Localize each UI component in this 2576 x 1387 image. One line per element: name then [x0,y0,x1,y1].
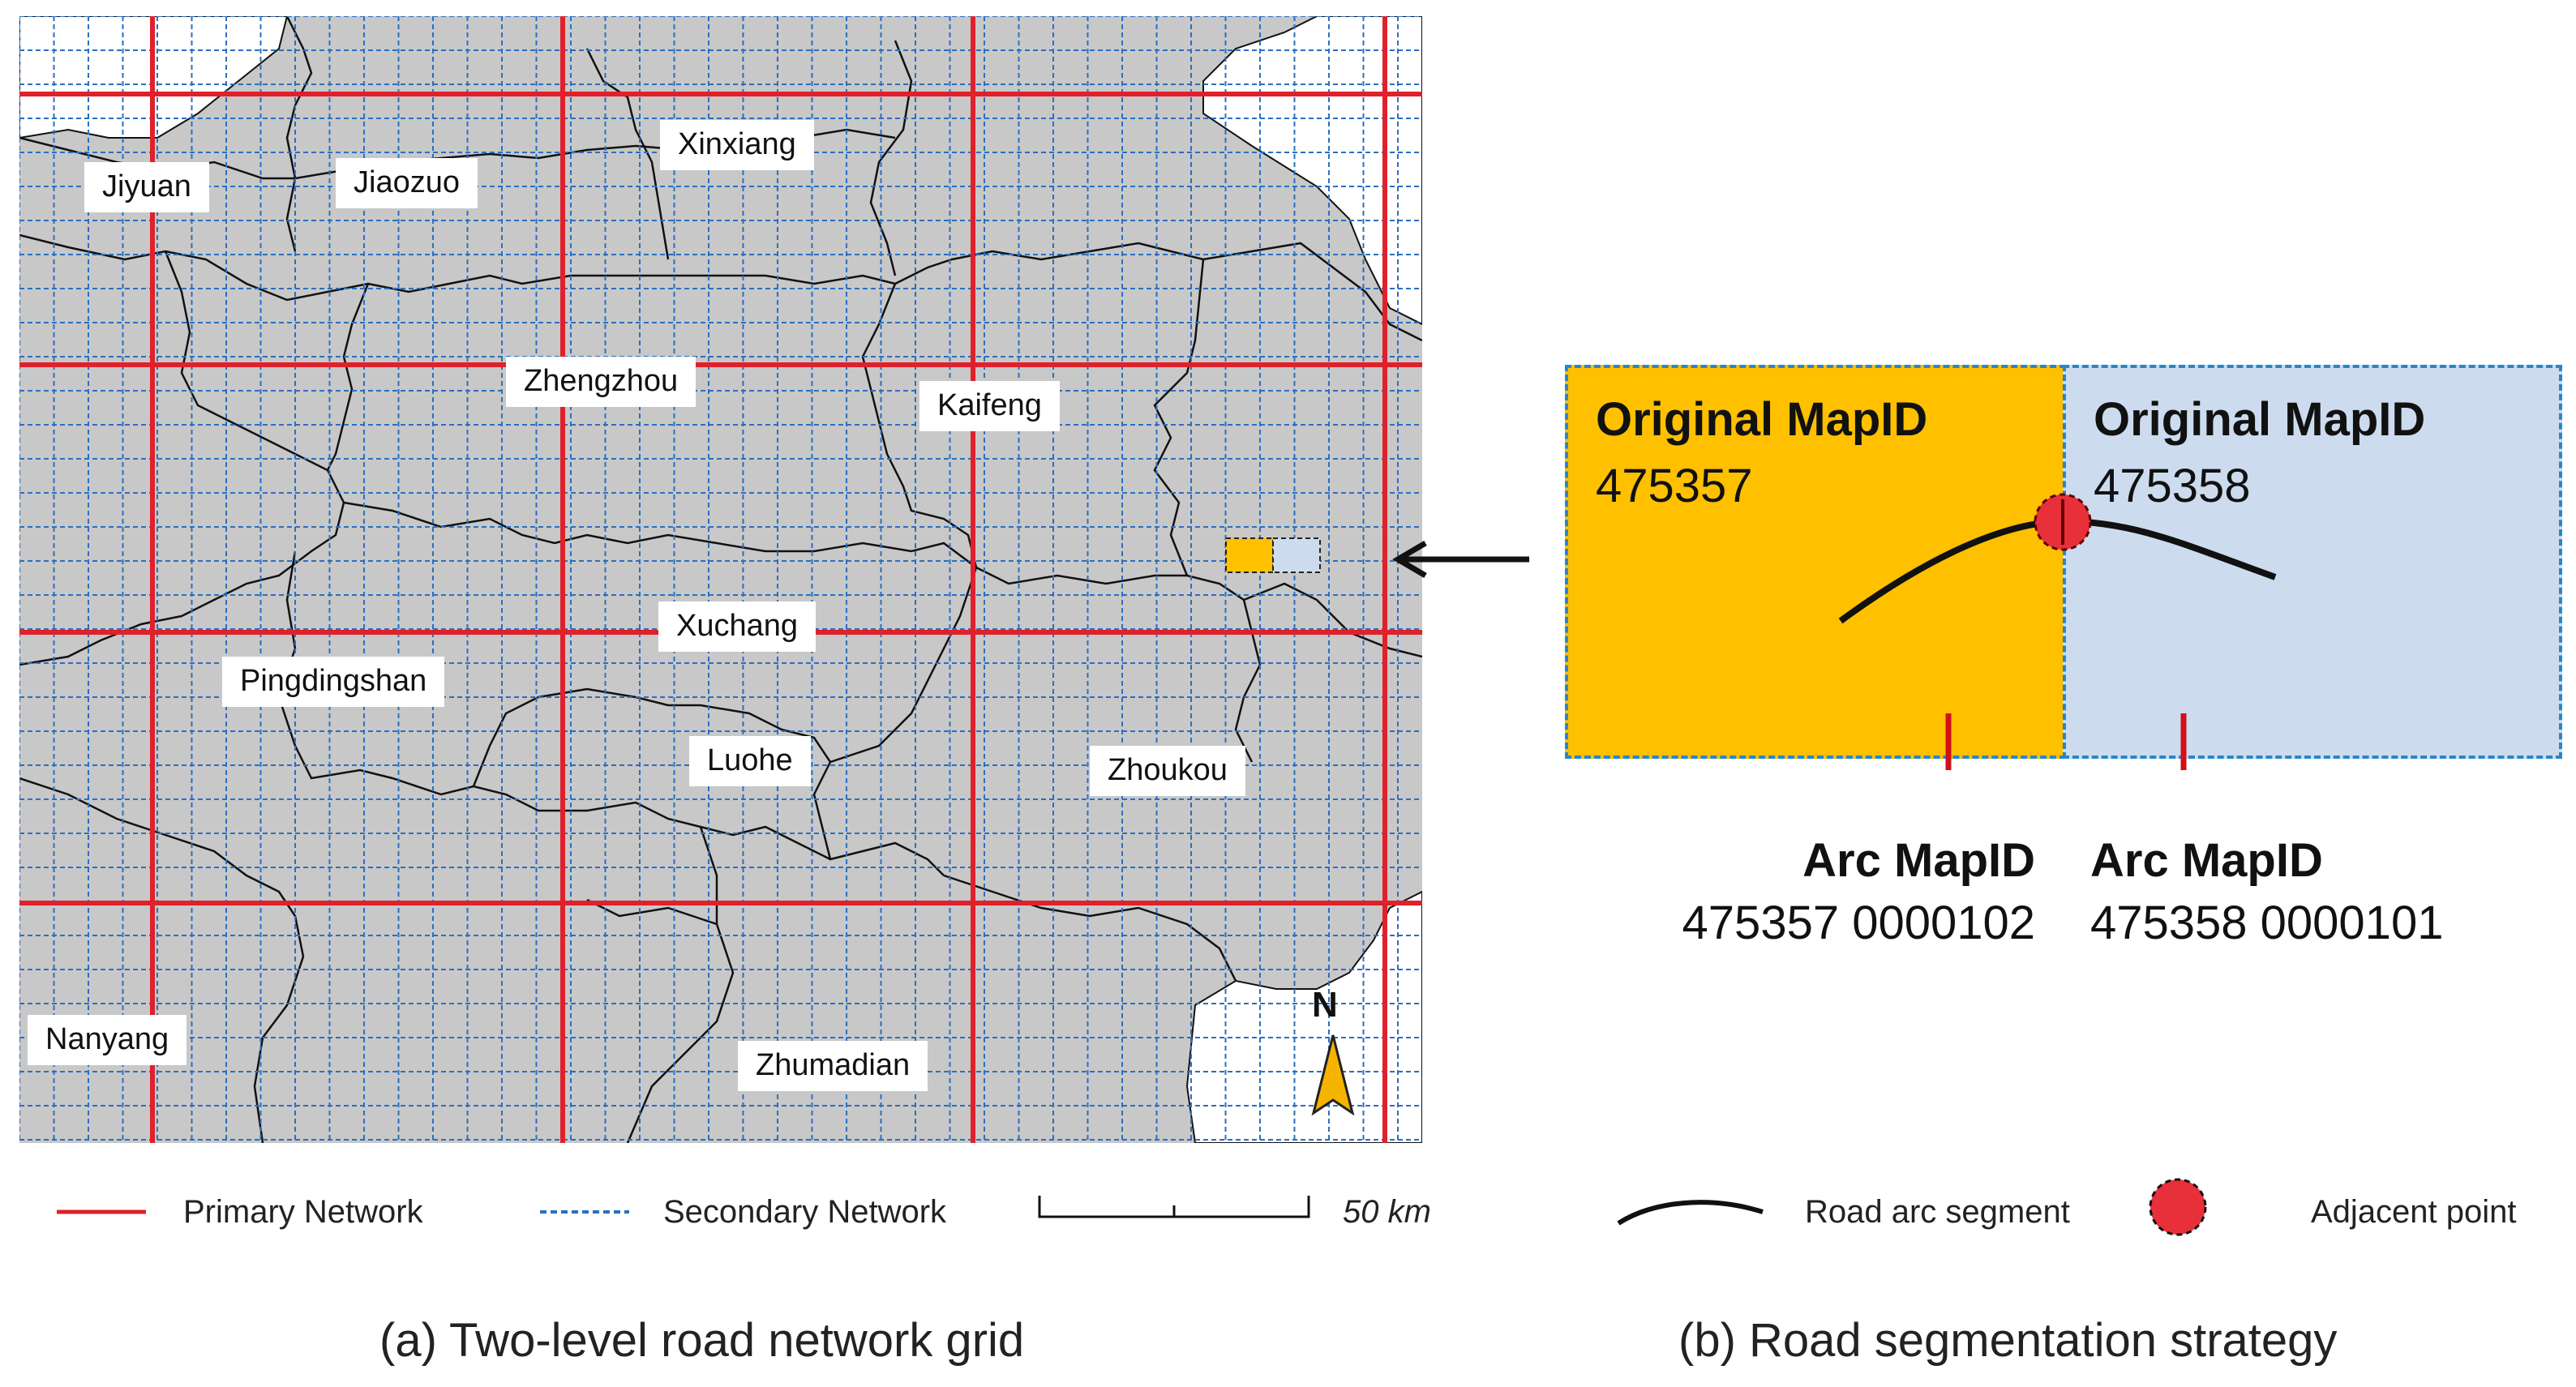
pointer-arrow [1392,540,1529,579]
city-boundaries [19,16,1422,1143]
primary-network-grid [19,16,1422,1143]
legend-road-arc-icon [1617,1200,1764,1226]
cell-title: Original MapID [2094,393,2426,446]
scale-bar [1038,1196,1310,1218]
strategy-panel: Original MapID 475357 Original MapID 475… [1565,365,2562,770]
city-label-pingdingshan: Pingdingshan [222,657,445,707]
city-label-luohe: Luohe [689,736,811,786]
down-arrow-left [1945,713,1952,770]
map-highlight-cell-left [1225,537,1274,573]
city-label-zhoukou: Zhoukou [1090,746,1245,796]
arc-mapid-right: Arc MapID 475358 0000101 [2090,833,2512,950]
city-label-nanyang: Nanyang [28,1015,187,1065]
map-highlight-cell-right [1272,537,1321,573]
north-arrow: N [1309,985,1374,1131]
arc-title: Arc MapID [1802,834,2035,887]
road-arc-diagram [1838,493,2277,770]
down-arrow-right [2180,713,2187,770]
map-panel[interactable]: Jiyuan Jiaozuo Xinxiang Zhengzhou Kaifen… [19,16,1422,1143]
north-arrow-icon [1311,1034,1355,1116]
city-label-kaifeng: Kaifeng [919,381,1060,431]
caption-segmentation: (b) Road segmentation strategy [1678,1314,2338,1367]
city-label-jiaozuo: Jiaozuo [336,158,478,208]
cell-mapid: 475358 [2094,460,2251,512]
legend-primary-label: Primary Network [183,1194,423,1230]
legend-adjacent-point-icon [2149,1178,2207,1236]
arc-value: 475357 0000102 [1682,897,2035,949]
cell-mapid: 475357 [1596,460,1753,512]
cell-title: Original MapID [1596,393,1928,446]
arc-title: Arc MapID [2090,834,2323,887]
legend-adjacent-point-label: Adjacent point [2311,1194,2517,1230]
city-label-xinxiang: Xinxiang [660,120,814,170]
scale-label: 50 km [1343,1194,1431,1230]
city-label-jiyuan: Jiyuan [84,162,209,212]
city-label-zhumadian: Zhumadian [738,1041,928,1091]
north-letter: N [1312,985,1338,1025]
arc-mapid-left: Arc MapID 475357 0000102 [1646,833,2035,950]
outside-region [19,16,1422,1143]
cell-original-475357: Original MapID 475357 [1565,365,2066,759]
city-label-zhengzhou: Zhengzhou [506,357,697,407]
legend-secondary-label: Secondary Network [663,1194,947,1230]
legend-road-arc-label: Road arc segment [1805,1194,2070,1230]
city-label-xuchang: Xuchang [658,601,817,652]
legend: Primary Network Secondary Network 50 km … [0,1178,2576,1236]
arc-value: 475358 0000101 [2090,897,2444,949]
legend-primary-line [57,1209,146,1214]
legend-secondary-line [540,1210,629,1214]
map-canvas [19,16,1422,1143]
caption-map-grid: (a) Two-level road network grid [379,1314,1025,1367]
secondary-network-grid [19,16,1422,1143]
cell-original-475358: Original MapID 475358 [2063,365,2562,759]
